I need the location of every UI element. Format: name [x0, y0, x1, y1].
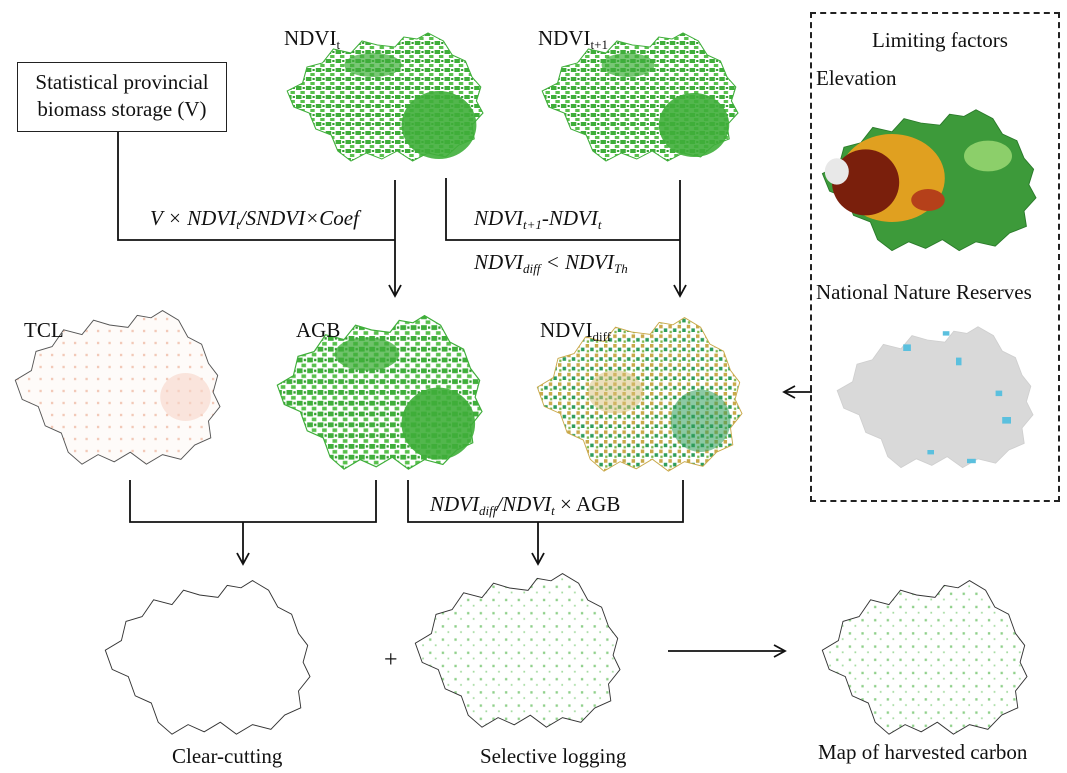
clear-cutting-map: [104, 579, 311, 735]
elevation-map: [821, 109, 1037, 252]
selective-part1: NDVI: [430, 492, 479, 516]
selective-part3: × AGB: [554, 492, 621, 516]
harvested-carbon-map: [821, 579, 1028, 735]
selective-sub1: diff: [479, 503, 497, 518]
reserves-label: National Nature Reserves: [816, 280, 1032, 304]
ndvi-t1-map: [541, 32, 739, 162]
agb-label: AGB: [296, 318, 341, 342]
statistical-biomass-box: Statistical provincial biomass storage (…: [17, 62, 227, 132]
ndvi-t1-main: NDVI: [538, 26, 591, 50]
selective-part2: /NDVI: [496, 492, 552, 516]
agb-formula-sub: t: [236, 217, 240, 232]
agb-formula-part1: V × NDVI: [150, 206, 237, 230]
ndvi-t-map: [286, 32, 484, 162]
limiting-factors-title: Limiting factors: [872, 28, 1008, 52]
connector-agb-diff: [407, 480, 684, 523]
ndvi-diff-sub: diff: [592, 329, 612, 344]
agb-formula: V × NDVIt/SNDVI×Coef: [150, 206, 359, 232]
connectors: [117, 132, 812, 658]
diff-formula-part2: -NDVI: [541, 206, 598, 230]
ndvi-diff-map: [536, 317, 743, 472]
reserves-map: [836, 326, 1034, 469]
connector-ndvit-to-diff: [445, 178, 680, 241]
diff-formula-sub2: t: [597, 217, 602, 232]
ndvi-diff-main: NDVI: [540, 318, 593, 342]
tcl-label: TCL: [24, 318, 64, 342]
limiting-factors-frame: [810, 12, 1060, 502]
threshold-sub2: Th: [614, 261, 628, 276]
threshold-part1: NDVI: [474, 250, 523, 274]
ndvi-t-label: NDVIt: [284, 26, 341, 52]
ndvi-t1-label: NDVIt+1: [538, 26, 608, 52]
harvested-map-label: Map of harvested carbon: [818, 740, 1028, 764]
selective-formula: NDVIdiff/NDVIt × AGB: [430, 492, 621, 518]
ndvi-t-main: NDVI: [284, 26, 337, 50]
diff-formula-part1: NDVI: [474, 206, 523, 230]
tcl-map: [14, 310, 221, 465]
diff-formula-sub1: t+1: [523, 217, 542, 232]
connector-v-to-agb: [117, 132, 395, 241]
ndvi-t1-sub: t+1: [590, 37, 608, 52]
connector-tcl-agb: [129, 480, 377, 523]
ndvi-diff-label: NDVIdiff: [540, 318, 612, 344]
plus-sign: +: [384, 647, 398, 673]
threshold-part2: < NDVI: [540, 250, 615, 274]
statistical-box-line1: Statistical provincial: [35, 70, 209, 94]
selective-logging-map: [414, 572, 621, 728]
clear-cutting-label: Clear-cutting: [172, 744, 283, 768]
threshold-sub1: diff: [523, 261, 541, 276]
ndvi-t-sub: t: [336, 37, 341, 52]
selective-logging-label: Selective logging: [480, 744, 627, 768]
selective-sub2: t: [551, 503, 555, 518]
threshold-formula: NDVIdiff < NDVITh: [474, 250, 628, 276]
elevation-label: Elevation: [816, 66, 897, 90]
agb-formula-part2: /SNDVI×Coef: [239, 206, 359, 230]
agb-map: [276, 315, 483, 470]
diff-formula: NDVIt+1-NDVIt: [474, 206, 602, 232]
statistical-box-line2: biomass storage (V): [37, 97, 207, 121]
